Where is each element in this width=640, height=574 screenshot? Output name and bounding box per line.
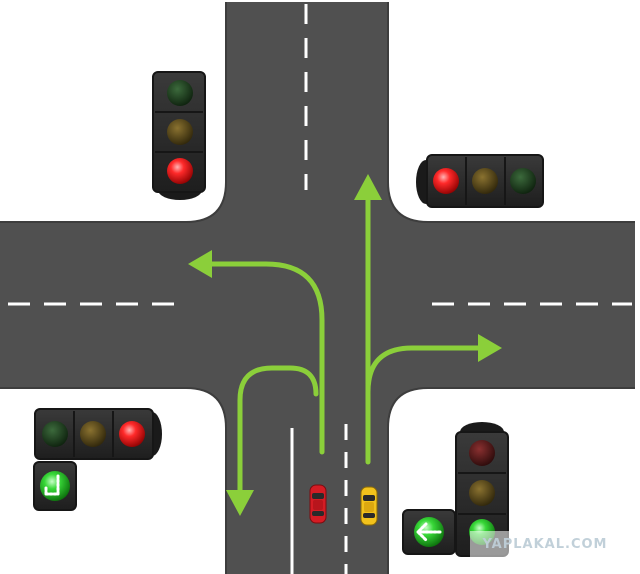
amber-lamp bbox=[469, 480, 495, 506]
red-lamp bbox=[167, 158, 193, 184]
movement-arrows bbox=[188, 174, 502, 516]
yellow-car bbox=[360, 486, 378, 526]
right-turn-arrow bbox=[365, 345, 487, 395]
left-turn-arrow bbox=[203, 261, 325, 455]
filter-lamp bbox=[40, 471, 70, 501]
amber-lamp bbox=[80, 421, 106, 447]
amber-lamp bbox=[472, 168, 498, 194]
traffic-light-south-west bbox=[33, 408, 162, 511]
down-left-arrow-icon bbox=[44, 474, 60, 496]
traffic-light-north-west bbox=[152, 71, 206, 200]
green-lamp bbox=[167, 80, 193, 106]
red-lamp bbox=[119, 421, 145, 447]
lane-markings bbox=[8, 4, 632, 574]
red-lamp bbox=[433, 168, 459, 194]
left-turn-arrowhead bbox=[188, 250, 212, 278]
watermark-logo: YAPLAKAL.COM bbox=[470, 531, 620, 559]
u-turn-arrowhead bbox=[226, 490, 254, 516]
traffic-light-south-east bbox=[402, 422, 509, 557]
green-lamp bbox=[42, 421, 68, 447]
red-car bbox=[309, 484, 327, 524]
red-lamp bbox=[469, 440, 495, 466]
green-lamp bbox=[510, 168, 536, 194]
right-turn-arrowhead bbox=[478, 334, 502, 362]
u-turn-arrow bbox=[237, 365, 319, 495]
traffic-light-north-east bbox=[416, 154, 544, 208]
straight-arrowhead bbox=[354, 174, 382, 200]
amber-lamp bbox=[167, 119, 193, 145]
left-arrow-icon bbox=[415, 522, 442, 542]
